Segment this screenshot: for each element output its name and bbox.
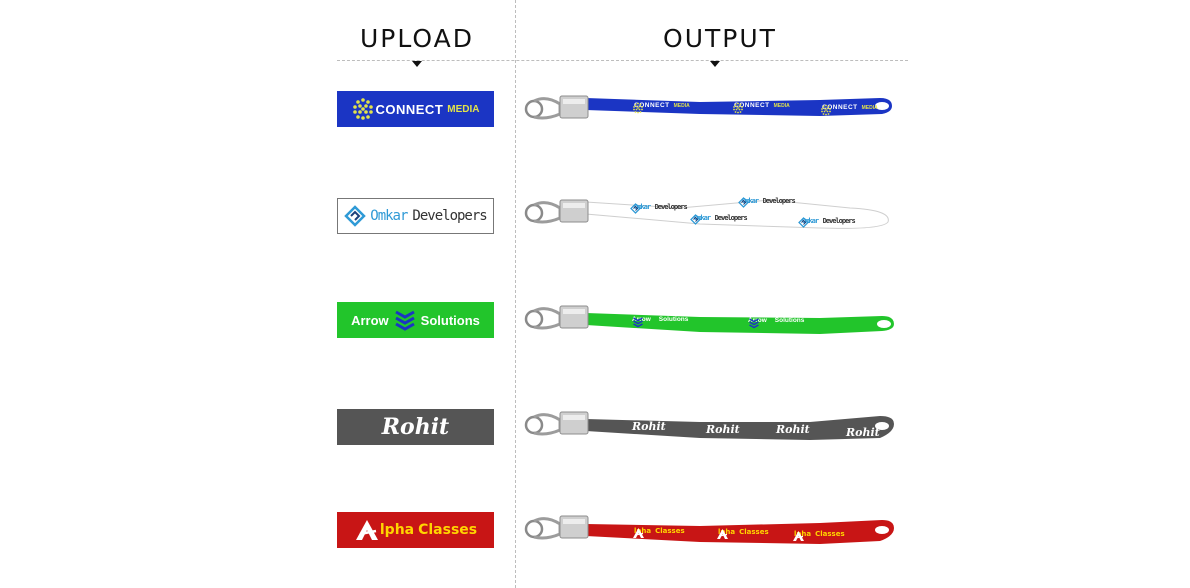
- print-media-word: MEDIA: [673, 102, 690, 109]
- lanyard-print-rohit: Rohit: [846, 426, 880, 439]
- lanyard-print-rohit: Rohit: [776, 423, 810, 436]
- print-media-word: MEDIA: [861, 104, 878, 111]
- print-developers-word: Developers: [822, 217, 856, 225]
- lanyard-strap: [586, 520, 894, 544]
- print-omkar-word: Omkar: [634, 203, 651, 211]
- dotted-globe-icon: [351, 97, 375, 121]
- print-omkar-word: Omkar: [802, 217, 819, 225]
- upload-logo-arrow: Arrow Solutions: [337, 302, 494, 338]
- hook-ring-icon: [524, 519, 544, 539]
- upload-logo-rohit: Rohit: [337, 409, 494, 445]
- print-arrow-word: Arrow: [748, 317, 767, 324]
- crimp-shine: [563, 415, 585, 420]
- print-solutions-word: Solutions: [774, 317, 805, 324]
- output-lanyard-arrow: Arrow Solutions Arrow Solutions: [520, 296, 900, 346]
- header-divider: [337, 60, 908, 61]
- upload-alpha-word: lpha: [379, 522, 415, 538]
- crimp-shine: [563, 203, 585, 208]
- upload-pointer-icon: [412, 61, 422, 67]
- upload-omkar-word: Omkar: [370, 208, 408, 224]
- print-alpha-word: lpha: [794, 530, 812, 538]
- lanyard-strap: [586, 416, 894, 440]
- print-developers-word: Developers: [714, 214, 748, 222]
- print-omkar-word: Omkar: [742, 197, 759, 205]
- print-media-word: MEDIA: [773, 102, 790, 109]
- print-connect-word: CONNECT: [634, 102, 670, 109]
- strap-loop-hole: [875, 102, 889, 110]
- print-classes-word: Classes: [815, 530, 845, 538]
- print-solutions-word: Solutions: [658, 316, 689, 323]
- upload-solutions-word: Solutions: [420, 312, 480, 328]
- print-omkar-word: Omkar: [694, 214, 711, 222]
- upload-media-word: MEDIA: [447, 103, 480, 115]
- hook-ring-icon: [524, 309, 544, 329]
- print-rohit-word: Rohit: [846, 426, 880, 439]
- diamond-logo-icon: [344, 205, 367, 227]
- print-rohit-word: Rohit: [706, 423, 740, 436]
- output-lanyard-rohit: Rohit Rohit Rohit Rohit: [520, 402, 900, 452]
- print-alpha-word: lpha: [634, 527, 652, 535]
- print-connect-word: CONNECT: [734, 102, 770, 109]
- output-header: OUTPUT: [663, 24, 777, 53]
- lanyard-print-arrow: Arrow Solutions: [632, 316, 689, 328]
- upload-header: UPLOAD: [359, 24, 474, 53]
- hook-ring-icon: [524, 99, 544, 119]
- crimp-shine: [563, 519, 585, 524]
- lanyard-strap: [585, 199, 889, 229]
- print-rohit-word: Rohit: [632, 420, 666, 433]
- upload-rohit-word: Rohit: [381, 414, 450, 440]
- upload-arrow-word: Arrow: [351, 312, 389, 328]
- upload-classes-word: Classes: [418, 522, 478, 538]
- lanyard-strap: [586, 313, 894, 334]
- print-arrow-word: Arrow: [632, 316, 651, 323]
- lanyard-print-arrow: Arrow Solutions: [748, 317, 805, 329]
- print-classes-word: Classes: [739, 528, 769, 536]
- alpha-a-logo-icon: [354, 518, 380, 542]
- hook-ring-icon: [524, 415, 544, 435]
- print-developers-word: Developers: [654, 203, 688, 211]
- print-developers-word: Developers: [762, 197, 796, 205]
- print-classes-word: Classes: [655, 527, 685, 535]
- lanyard-print-rohit: Rohit: [632, 420, 666, 433]
- print-alpha-word: lpha: [718, 528, 736, 536]
- crimp-shine: [563, 309, 585, 314]
- upload-connect-word: CONNECT: [375, 101, 444, 117]
- hook-ring-icon: [524, 203, 544, 223]
- output-pointer-icon: [710, 61, 720, 67]
- strap-loop-hole: [869, 215, 883, 223]
- upload-developers-word: Developers: [412, 208, 487, 224]
- chevron-stack-icon: [393, 308, 417, 332]
- strap-loop-hole: [875, 422, 889, 430]
- crimp-shine: [563, 99, 585, 104]
- lanyard-print-rohit: Rohit: [706, 423, 740, 436]
- print-rohit-word: Rohit: [776, 423, 810, 436]
- strap-loop-hole: [877, 320, 891, 328]
- strap-loop-hole: [875, 526, 889, 534]
- print-connect-word: CONNECT: [822, 104, 858, 111]
- column-divider: [515, 0, 516, 588]
